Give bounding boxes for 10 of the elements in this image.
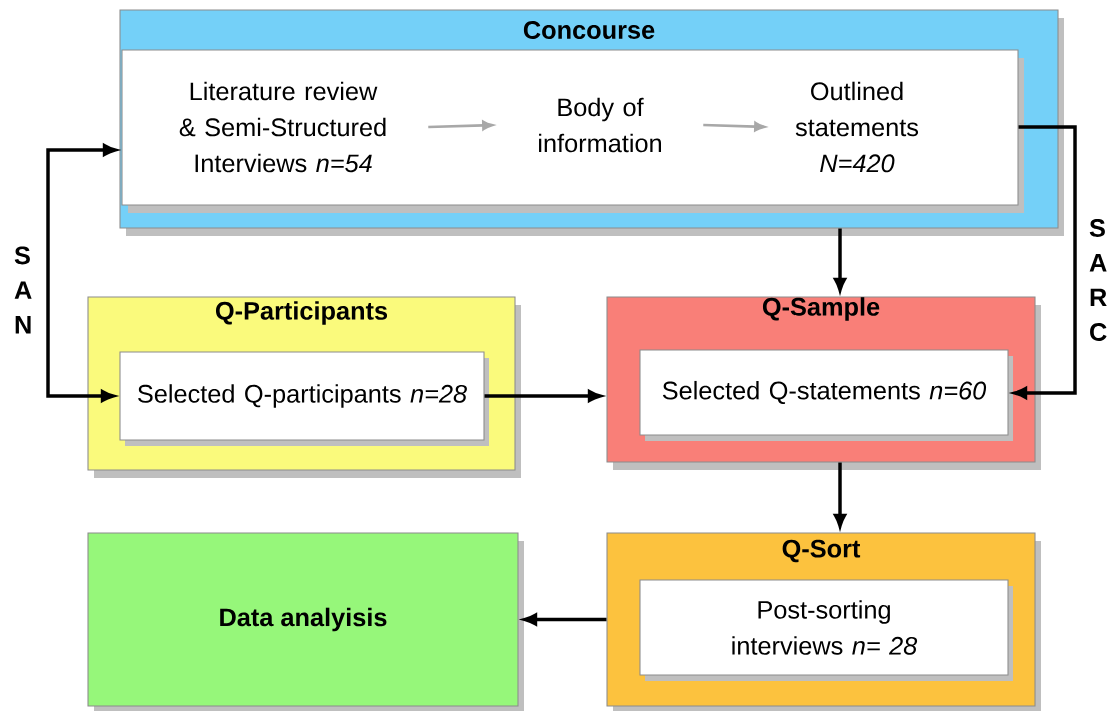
edge-label: S A R C <box>1089 219 1107 341</box>
process-box: Data analyisis <box>87 532 524 711</box>
step-text: Body of information <box>539 97 661 153</box>
process-box: Post-sorting interviews n= 28 <box>639 579 1013 681</box>
step-text: Outlined statements N=420 <box>795 81 919 173</box>
process-box: Selected Q-statements n=60 <box>639 349 1013 441</box>
step-text: Literature review & Semi-Structured Interviews n=54 <box>179 81 386 173</box>
panel <box>121 49 1024 213</box>
edge-label: S A N <box>14 246 32 334</box>
process-box: Selected Q-participants n=28 <box>119 351 489 446</box>
